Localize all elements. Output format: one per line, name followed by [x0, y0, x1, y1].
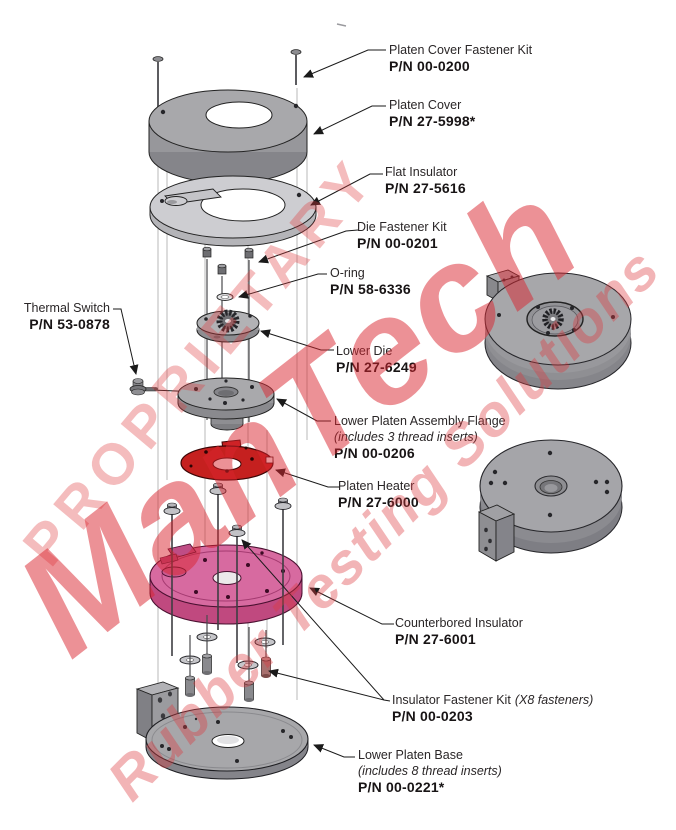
- part-note: (includes 8 thread inserts): [358, 764, 502, 778]
- label-platen-cover-fastener-kit: Platen Cover Fastener Kit P/N 00-0200: [389, 42, 532, 76]
- label-lower-die: Lower Die P/N 27-6249: [336, 343, 417, 377]
- part-name: Die Fastener Kit: [357, 220, 447, 234]
- insulator-washers: [179, 632, 276, 670]
- part-note: (includes 3 thread inserts): [334, 430, 478, 444]
- thermal-switch-part: [129, 378, 201, 396]
- part-note: (X8 fasteners): [514, 693, 594, 707]
- label-counterbored-insulator: Counterbored Insulator P/N 27-6001: [395, 615, 523, 649]
- part-number: P/N 00-0200: [389, 58, 470, 74]
- label-lower-platen-assembly-flange: Lower Platen Assembly Flange (includes 3…: [334, 413, 506, 463]
- lower-platen-assembly-flange-part: [177, 377, 275, 431]
- part-number: P/N 27-5998*: [389, 113, 476, 129]
- counterbored-insulator-part: [149, 543, 303, 625]
- part-name: Platen Cover Fastener Kit: [389, 43, 533, 57]
- part-number: P/N 27-6001: [395, 631, 476, 647]
- part-name: O-ring: [330, 266, 365, 280]
- part-name: Counterbored Insulator: [395, 616, 523, 630]
- flat-insulator-part: [149, 175, 317, 247]
- part-name: Platen Heater: [338, 479, 415, 493]
- assembled-platen-view: [484, 269, 632, 390]
- insulator-hex-bolts: [163, 482, 292, 663]
- label-lower-platen-base: Lower Platen Base (includes 8 thread ins…: [358, 747, 502, 797]
- part-name: Lower Platen Base: [358, 748, 463, 762]
- label-insulator-fastener-kit: Insulator Fastener Kit(X8 fasteners) P/N…: [392, 692, 593, 726]
- part-number: P/N 27-5616: [385, 180, 466, 196]
- label-platen-heater: Platen Heater P/N 27-6000: [338, 478, 419, 512]
- part-name: Lower Platen Assembly Flange: [334, 414, 506, 428]
- leader-lines: [113, 49, 394, 758]
- label-die-fastener-kit: Die Fastener Kit P/N 00-0201: [357, 219, 447, 253]
- part-name: Insulator Fastener Kit: [392, 693, 511, 707]
- part-name: Flat Insulator: [385, 165, 458, 179]
- part-name: Thermal Switch: [23, 301, 110, 315]
- part-number: P/N 00-0201: [357, 235, 438, 251]
- o-ring-part: [216, 293, 234, 301]
- part-number: P/N 27-6000: [338, 494, 419, 510]
- part-number: P/N 00-0206: [334, 445, 415, 461]
- stray-mark: [336, 23, 347, 27]
- part-number: P/N 00-0221*: [358, 779, 445, 795]
- lower-die-part: [196, 309, 260, 343]
- label-flat-insulator: Flat Insulator P/N 27-5616: [385, 164, 466, 198]
- label-o-ring: O-ring P/N 58-6336: [330, 265, 411, 299]
- platen-cover-part: [148, 89, 308, 184]
- part-name: Platen Cover: [389, 98, 462, 112]
- label-thermal-switch: Thermal Switch P/N 53-0878: [0, 300, 110, 334]
- lower-platen-base-part: [145, 706, 309, 780]
- part-number: P/N 27-6249: [336, 359, 417, 375]
- part-number: P/N 58-6336: [330, 281, 411, 297]
- label-platen-cover: Platen Cover P/N 27-5998*: [389, 97, 475, 131]
- platen-heater-part: [180, 439, 274, 481]
- assembled-base-view: [477, 439, 623, 562]
- part-number: P/N 00-0203: [392, 708, 473, 724]
- part-number: P/N 53-0878: [29, 316, 110, 332]
- part-name: Lower Die: [336, 344, 393, 358]
